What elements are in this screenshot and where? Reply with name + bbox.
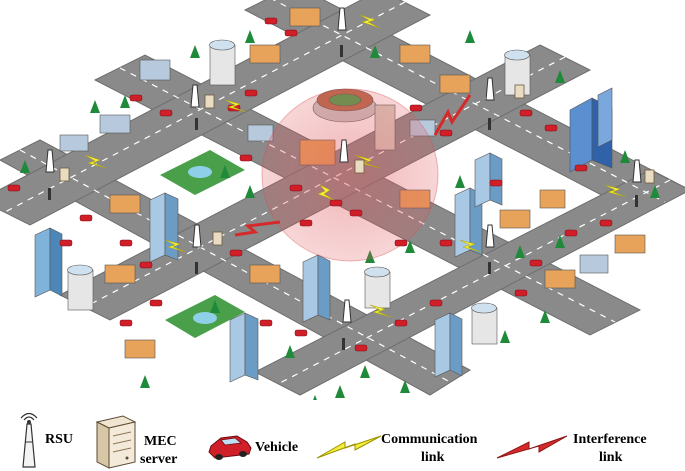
legend: RSU MEC server Vehicle Communication li	[0, 400, 685, 471]
car-icon	[207, 432, 253, 462]
legend-label-mec-2: server	[140, 452, 177, 467]
building-tower-3	[230, 313, 258, 382]
city-scene	[0, 0, 685, 400]
legend-label-rsu: RSU	[45, 432, 73, 447]
legend-label-interference-2: link	[599, 450, 622, 465]
coverage-area	[262, 89, 438, 261]
building-tower-5	[435, 313, 462, 377]
zigzag-icon	[495, 434, 570, 460]
legend-item-rsu: RSU	[0, 400, 80, 471]
building-skyscrapers	[570, 88, 612, 172]
legend-item-interference: Interference link	[495, 400, 680, 471]
building-tower-4	[303, 255, 330, 322]
antenna-icon	[18, 412, 40, 468]
building-tower-1	[35, 228, 62, 297]
lightning-icon	[315, 434, 383, 460]
legend-label-communication-2: link	[421, 450, 444, 465]
legend-label-interference-1: Interference	[573, 432, 647, 447]
legend-item-vehicle: Vehicle	[205, 400, 315, 471]
legend-item-communication: Communication link	[315, 400, 495, 471]
building-cylinder-4	[365, 267, 391, 308]
legend-item-mec: MEC server	[90, 400, 200, 471]
building-cylinder-5	[472, 303, 498, 344]
legend-label-mec-1: MEC	[144, 434, 177, 449]
server-icon	[95, 414, 137, 470]
legend-label-communication-1: Communication	[381, 432, 477, 447]
building-cylinder-3	[68, 265, 94, 310]
legend-label-vehicle: Vehicle	[255, 440, 298, 455]
building-cylinder-1	[210, 40, 236, 85]
building-tower-2	[150, 193, 178, 262]
